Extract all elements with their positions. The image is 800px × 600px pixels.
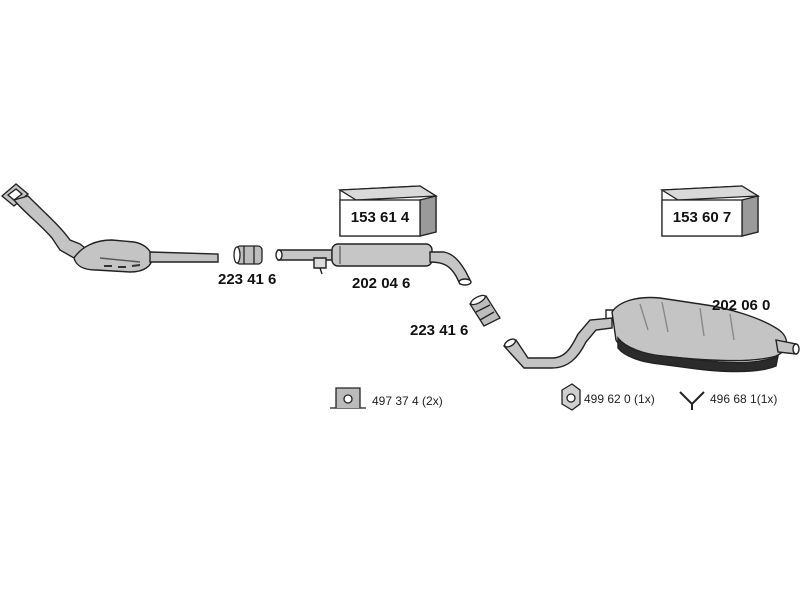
part-number-middle-clamp: 223 41 6: [410, 322, 469, 339]
catalytic-converter[interactable]: [0, 183, 219, 273]
kit-number-front: 153 61 4: [350, 209, 410, 226]
mounting-bracket-icon: [330, 387, 366, 409]
accessory-mounting-bracket-label: 497 37 4 (2x): [372, 394, 443, 408]
middle-silencer[interactable]: [275, 243, 472, 286]
accessory-y-hanger-label: 496 68 1(1x): [710, 392, 778, 406]
kit-box-front[interactable]: [337, 185, 439, 237]
accessory-rubber-hanger-label: 499 62 0 (1x): [584, 392, 655, 406]
kit-box-rear[interactable]: [659, 185, 761, 237]
y-hanger-icon: [679, 391, 705, 410]
pipe-clamp-middle[interactable]: [469, 294, 501, 327]
part-number-front-clamp: 223 41 6: [218, 271, 277, 288]
kit-number-rear: 153 60 7: [672, 209, 732, 226]
part-number-rear-silencer: 202 06 0: [712, 297, 771, 314]
rubber-hanger-icon: [561, 383, 581, 411]
pipe-clamp-front[interactable]: [233, 245, 263, 265]
rear-silencer[interactable]: [502, 296, 800, 373]
part-number-middle-silencer: 202 04 6: [352, 275, 411, 292]
